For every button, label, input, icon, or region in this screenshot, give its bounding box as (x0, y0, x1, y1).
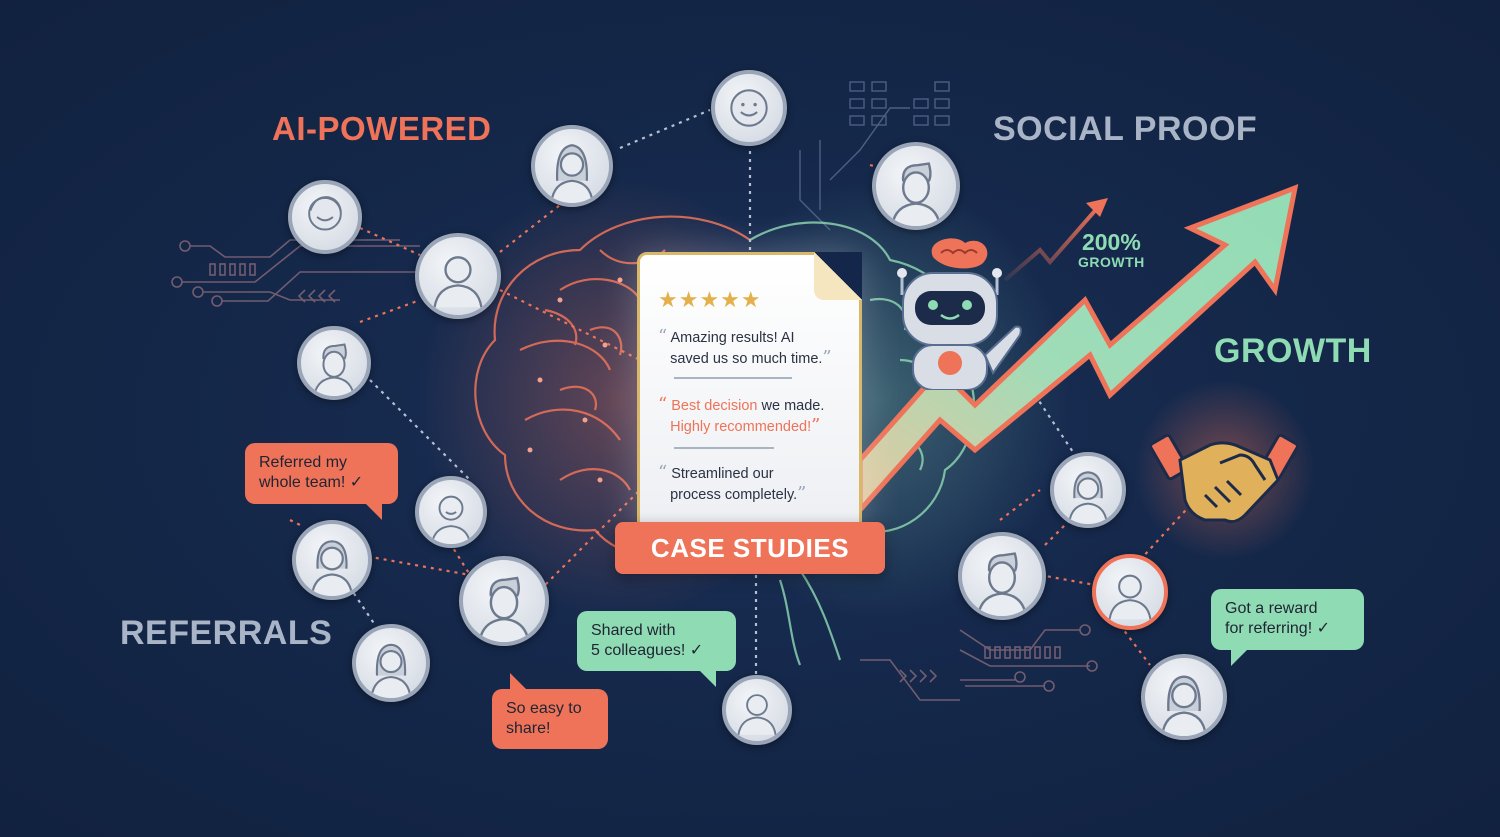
case-study-card: ★★★★★ “ Amazing results! AI saved us so … (637, 252, 862, 552)
avatar-smiley-mid (415, 476, 487, 548)
bubble-tail (364, 502, 382, 520)
avatar-icon (308, 196, 342, 231)
avatar-woman-bottom-right (1141, 654, 1227, 740)
avatar-woman-top (531, 125, 613, 207)
page-fold (814, 252, 862, 300)
growth-arrow-icon (857, 184, 1299, 517)
avatar-man-top-right (872, 142, 960, 230)
growth-stat-caption: GROWTH (1078, 254, 1145, 270)
bubble-got-reward: Got a reward for referring! ✓ (1211, 589, 1364, 666)
divider (674, 447, 774, 449)
social-proof-heading: SOCIAL PROOF (993, 110, 1258, 148)
avatar-icon (550, 144, 594, 203)
handshake-icon (1150, 433, 1299, 524)
avatar-icon (313, 343, 355, 396)
avatar-smiley-top (711, 70, 787, 146)
bubble-tail (1231, 648, 1249, 666)
avatar-woman-right (1050, 452, 1126, 528)
star-rating: ★★★★★ (658, 287, 762, 312)
avatar-icon (370, 643, 412, 698)
growth-heading: GROWTH (1214, 332, 1372, 370)
avatar-icon (890, 162, 942, 226)
testimonial-1: “ Amazing results! AI saved us so much t… (658, 326, 832, 368)
avatar-icon (737, 694, 777, 735)
avatar-icon (430, 495, 472, 544)
avatar-man-right (958, 532, 1046, 620)
avatar-icon (976, 552, 1028, 616)
bubble-tail (510, 673, 528, 691)
avatar-generic-left (415, 233, 501, 319)
avatar-man-referrals (459, 556, 549, 646)
avatar-icon (730, 89, 768, 127)
bubble-easy-share: So easy to share! (492, 673, 608, 749)
ai-powered-heading: AI-POWERED (272, 110, 492, 147)
referrals-heading: REFERRALS (120, 614, 333, 652)
avatar-icon (1160, 675, 1208, 736)
avatar-woman-bottom-left (352, 624, 430, 702)
avatar-icon (1067, 471, 1109, 524)
growth-stat-value: 200% (1081, 229, 1141, 255)
avatar-highlighted-referrer (1092, 554, 1168, 630)
avatar-man-left (297, 326, 371, 400)
circuit-icon (171, 239, 420, 307)
avatar-smiling-woman (288, 180, 362, 254)
bubble-referred-team: Referred my whole team! ✓ (245, 443, 398, 520)
growth-stat: 200% GROWTH (1078, 230, 1145, 270)
avatar-icon (433, 256, 483, 308)
avatar-generic-bottom (722, 675, 792, 745)
testimonial-3: “ Streamlined our process completely.” (658, 462, 807, 504)
case-studies-banner: CASE STUDIES (615, 522, 885, 574)
divider (674, 377, 792, 379)
avatar-icon (478, 576, 530, 642)
bubble-shared-colleagues: Shared with 5 colleagues! ✓ (577, 611, 736, 687)
testimonial-2: “ Best decision we made. Highly recommen… (658, 394, 825, 436)
robot-icon (897, 238, 1022, 390)
avatar-woman-referrals (292, 520, 372, 600)
bubble-tail (698, 669, 716, 687)
avatar-icon (1108, 574, 1152, 620)
avatar-icon (310, 540, 354, 596)
